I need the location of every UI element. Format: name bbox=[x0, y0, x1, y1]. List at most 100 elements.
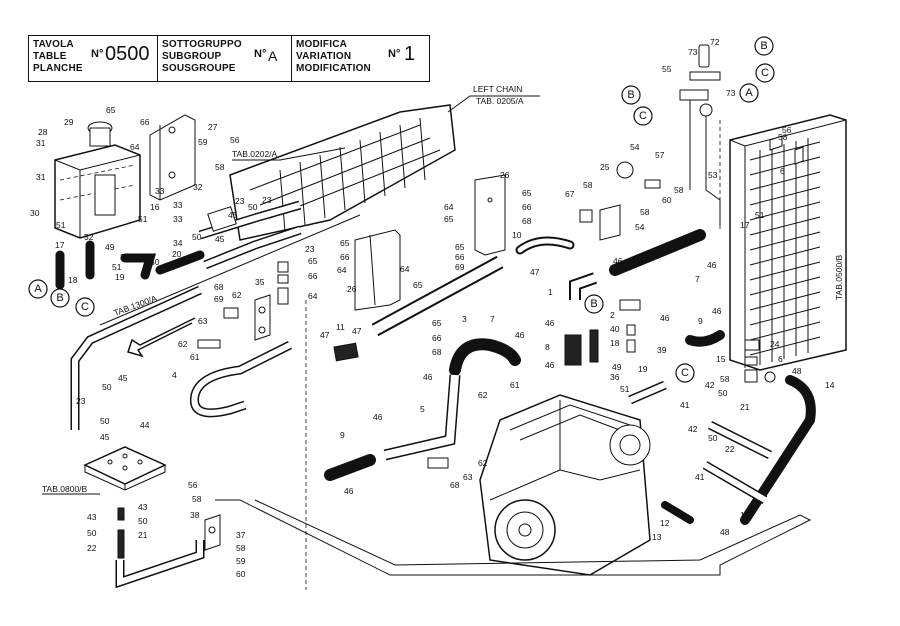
part-number-32: 32 bbox=[193, 182, 203, 192]
svg-text:C: C bbox=[639, 110, 647, 122]
modification-cell: MODIFICA VARIATION MODIFICATION N° 1 bbox=[291, 36, 428, 81]
part-number-49b: 49 bbox=[612, 362, 622, 372]
support-26b bbox=[474, 174, 506, 256]
svg-text:B: B bbox=[56, 292, 63, 304]
part-number-58e: 58 bbox=[583, 180, 593, 190]
direction-arrow bbox=[127, 317, 196, 358]
part-number-46c: 46 bbox=[373, 412, 383, 422]
table-number-cell: TAVOLA TABLE PLANCHE N° 0500 bbox=[29, 36, 157, 81]
part-number-24: 24 bbox=[770, 339, 780, 349]
part-number-20: 20 bbox=[172, 249, 182, 259]
part-number-56a: 56 bbox=[230, 135, 240, 145]
part-number-34: 34 bbox=[173, 238, 183, 248]
tank-hose-19 bbox=[120, 253, 157, 280]
part-number-46i: 46 bbox=[660, 313, 670, 323]
part-number-50c: 50 bbox=[192, 232, 202, 242]
tab-0202-label: TAB.0202/A bbox=[232, 149, 278, 159]
part-number-57: 57 bbox=[655, 150, 665, 160]
hose-9-right bbox=[685, 330, 725, 347]
part-number-67: 67 bbox=[565, 189, 575, 199]
part-number-6b: 6 bbox=[778, 354, 783, 364]
part-number-12: 12 bbox=[660, 518, 670, 528]
part-number-58a: 58 bbox=[674, 185, 684, 195]
part-number-33b: 33 bbox=[173, 200, 183, 210]
part-number-65e: 65 bbox=[522, 188, 532, 198]
part-number-66d: 66 bbox=[522, 202, 532, 212]
svg-text:A: A bbox=[34, 283, 42, 295]
part-number-69: 69 bbox=[214, 294, 224, 304]
part-number-46e: 46 bbox=[613, 256, 623, 266]
hose-9-lower bbox=[324, 454, 376, 481]
part-number-50g: 50 bbox=[87, 528, 97, 538]
frame-route bbox=[215, 499, 812, 576]
part-number-46g: 46 bbox=[545, 318, 555, 328]
part-number-68c: 68 bbox=[432, 347, 442, 357]
label-subgroup: SUBGROUP bbox=[162, 51, 222, 62]
part-number-26b: 26 bbox=[500, 170, 510, 180]
part-number-53: 53 bbox=[708, 170, 718, 180]
part-number-23a: 23 bbox=[235, 196, 245, 206]
part-number-46b: 46 bbox=[423, 372, 433, 382]
part-number-62b: 62 bbox=[178, 339, 188, 349]
part-number-23c: 23 bbox=[305, 244, 315, 254]
part-number-9b: 9 bbox=[698, 316, 703, 326]
part-number-19: 19 bbox=[115, 272, 125, 282]
part-number-64b: 64 bbox=[308, 291, 318, 301]
label-sottogruppo: SOTTOGRUPPO bbox=[162, 39, 242, 50]
left-chain-leader bbox=[447, 95, 540, 113]
table-number-label: N° bbox=[91, 48, 104, 60]
part-number-42b: 42 bbox=[688, 424, 698, 434]
part-number-66b: 66 bbox=[308, 271, 318, 281]
part-number-31a: 31 bbox=[36, 138, 46, 148]
modification-value: 1 bbox=[404, 43, 416, 65]
part-number-18b: 18 bbox=[610, 338, 620, 348]
part-number-11: 11 bbox=[336, 322, 345, 332]
part-number-47b: 47 bbox=[320, 330, 330, 340]
hose-14 bbox=[740, 375, 816, 525]
part-number-52: 52 bbox=[84, 232, 94, 242]
hose-11 bbox=[333, 342, 359, 362]
part-number-59: 59 bbox=[198, 137, 208, 147]
part-number-43b: 43 bbox=[87, 512, 97, 522]
part-number-9a: 9 bbox=[340, 430, 345, 440]
hose-18 bbox=[589, 329, 599, 363]
part-number-41b: 41 bbox=[695, 472, 705, 482]
callout-a-left: A bbox=[28, 279, 48, 299]
bracket-35 bbox=[254, 294, 271, 341]
part-number-65c: 65 bbox=[340, 238, 350, 248]
part-number-17r: 17 bbox=[740, 220, 750, 230]
part-number-43a: 43 bbox=[138, 502, 148, 512]
part-number-33c: 33 bbox=[173, 214, 183, 224]
part-number-19b: 19 bbox=[638, 364, 648, 374]
part-number-18: 18 bbox=[68, 275, 78, 285]
part-number-60b: 60 bbox=[236, 569, 246, 579]
part-number-58b: 58 bbox=[215, 162, 225, 172]
part-number-38: 38 bbox=[190, 510, 200, 520]
part-number-63b: 63 bbox=[463, 472, 473, 482]
part-number-62c: 62 bbox=[478, 390, 488, 400]
title-block: TAVOLA TABLE PLANCHE N° 0500 SOTTOGRUPPO… bbox=[28, 35, 430, 82]
bolt-group-62 bbox=[427, 457, 449, 469]
fittings-24-15 bbox=[744, 339, 776, 383]
pipe-23-left bbox=[70, 285, 202, 430]
part-number-26a: 26 bbox=[347, 284, 357, 294]
part-number-27: 27 bbox=[208, 122, 218, 132]
callout-b-left: B bbox=[50, 288, 70, 308]
part-number-71: 72 bbox=[710, 37, 720, 47]
part-number-55: 55 bbox=[662, 64, 672, 74]
bracket-38 bbox=[204, 514, 221, 551]
part-number-8: 8 bbox=[545, 342, 550, 352]
part-number-16: 16 bbox=[150, 202, 160, 212]
part-number-56b: 56 bbox=[188, 480, 198, 490]
part-number-41a: 41 bbox=[680, 400, 690, 410]
radiator-top-fittings bbox=[679, 44, 721, 225]
part-number-25: 25 bbox=[600, 162, 610, 172]
part-number-54b: 54 bbox=[635, 222, 645, 232]
part-number-65g: 65 bbox=[455, 242, 465, 252]
label-variation: VARIATION bbox=[296, 51, 352, 62]
part-number-23d: 23 bbox=[76, 396, 86, 406]
part-number-46f: 46 bbox=[707, 260, 717, 270]
part-number-69b: 69 bbox=[455, 262, 465, 272]
part-number-72a: 73 bbox=[688, 47, 698, 57]
